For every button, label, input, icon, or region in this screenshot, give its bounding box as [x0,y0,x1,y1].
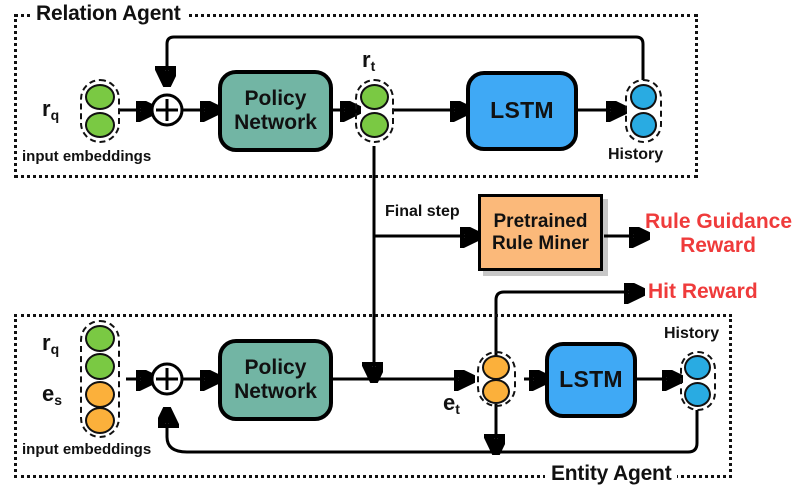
entity-state-dot-2 [482,379,510,404]
entity-policy-network-block: Policy Network [218,339,333,421]
relation-state-symbol: r [362,47,371,72]
pretrained-rule-miner-block: Pretrained Rule Miner [478,194,603,271]
entity-agent-container [14,314,732,478]
relation-policy-line1: Policy [244,87,307,111]
relation-policy-network-block: Policy Network [218,70,333,152]
rule-miner-line1: Pretrained [493,210,588,232]
entity-history-dot-1 [684,355,711,380]
relation-input-dot-1 [85,84,115,110]
relation-lstm-block: LSTM [466,71,578,151]
wire-et-to-hit-reward [494,292,640,358]
entity-input-dot-1 [85,325,115,352]
relation-input-label: rq [42,96,60,123]
entity-policy-line1: Policy [244,356,307,380]
relation-history-capsule [625,79,662,143]
entity-lstm-block: LSTM [545,342,637,418]
entity-input-caption: input embeddings [22,441,152,458]
wire-history-feedback-relation [167,35,645,82]
relation-input-subscript: q [50,107,60,123]
relation-history-caption: History [608,146,664,163]
rule-guidance-line1: Rule Guidance [645,210,793,233]
relation-state-dot-2 [360,112,389,138]
entity-state-capsule [477,351,516,407]
entity-input-dot-4 [85,407,115,434]
entity-input-label-rq: rq [42,330,60,357]
relation-agent-container [14,14,698,178]
relation-history-dot-2 [630,112,657,138]
entity-state-symbol: e [443,390,456,415]
relation-policy-line2: Network [234,111,317,134]
hit-reward-label: Hit Reward [648,280,758,303]
entity-input-dot-3 [85,381,115,408]
entity-input-symbol-1: r [42,330,51,355]
entity-input-capsule [80,320,120,438]
relation-state-capsule [355,79,394,143]
relation-state-subscript: t [370,58,376,74]
entity-state-dot-1 [482,355,510,380]
entity-agent-title: Entity Agent [545,462,678,486]
relation-state-dot-1 [360,84,389,110]
relation-agent-title: Relation Agent [30,2,187,26]
final-step-label: Final step [385,203,460,220]
entity-input-subscript-2: s [54,392,63,408]
entity-state-subscript: t [455,401,460,417]
entity-history-dot-2 [684,382,711,407]
entity-input-symbol-2: e [42,381,55,406]
rule-guidance-reward-label: Rule Guidance Reward [645,210,793,258]
entity-history-capsule [680,351,716,411]
wire-entity-history-feedback [167,410,699,454]
entity-input-subscript-1: q [50,341,60,357]
entity-policy-line2: Network [234,380,317,403]
entity-state-label: et [443,390,460,417]
entity-history-caption: History [664,325,720,342]
relation-state-label: rt [362,47,376,74]
relation-input-dot-2 [85,112,115,138]
rule-guidance-line2: Reward [680,234,756,258]
relation-input-capsule [80,79,120,143]
relation-input-caption: input embeddings [22,148,152,165]
entity-input-dot-2 [85,353,115,380]
entity-input-label-es: es [42,381,63,408]
rule-miner-line2: Rule Miner [491,232,590,254]
relation-input-symbol: r [42,96,51,121]
relation-history-dot-1 [630,84,657,110]
